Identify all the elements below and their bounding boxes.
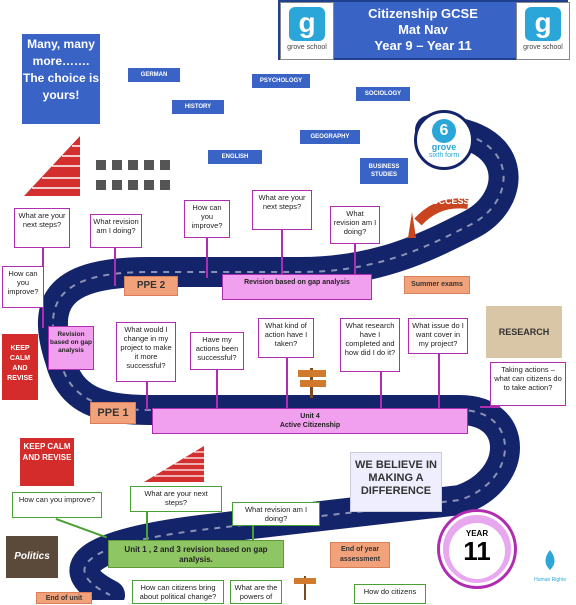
logo-caption: grove school [523,44,563,51]
connector [146,382,148,410]
q-next-steps-2: What are your next steps? [252,190,312,230]
sixth-form-logo: 6 grove sixth form [414,110,474,170]
signpost-image-2 [294,576,316,600]
q-powers: What are the powers of [230,580,282,604]
ppe2-marker: PPE 2 [124,276,178,296]
title-line-3: Year 9 – Year 11 [374,38,472,53]
year-label: YEAR [465,529,489,538]
connector [216,370,218,410]
success-image: SUCCESS [398,192,474,240]
end-of-unit-marker: End of unit [36,592,92,604]
politics-image: Politics [6,536,58,578]
q-revision-2: What revision am I doing? [330,206,380,244]
subject-sociology: SOCIOLOGY [356,87,410,101]
q-actions-successful: Have my actions been successful? [190,332,244,370]
keep-calm-image-1: KEEP CALM AND REVISE [2,334,38,400]
title-line-2: Mat Nav [398,22,448,37]
research-image: RESEARCH [486,306,562,358]
year-number: 11 [463,536,491,566]
subject-english: ENGLISH [208,150,262,164]
connector [206,238,208,278]
subject-psychology: PSYCHOLOGY [252,74,310,88]
icon-grid [94,158,180,198]
unit4-box: Unit 4 Active Citizenship [152,408,468,434]
sixth-sub: sixth form [428,152,460,159]
subject-geography: GEOGRAPHY [300,130,360,144]
icons-image [96,160,170,190]
human-rights-text: Human Rights [534,577,566,583]
q-improve-left: How can you improve? [2,266,44,308]
sixth-number: 6 [432,119,456,143]
human-rights-logo: Human Rights [534,548,566,584]
q-improve-1: How can you improve? [184,200,230,238]
q-kind-action: What kind of action have I taken? [258,318,314,358]
sixth-name: grove [431,142,457,152]
q-revision-1: What revision am I doing? [90,214,142,248]
grove-logo-right: g grove school [516,2,570,60]
stairs-image-2 [144,446,204,482]
q-change-project: What would I change in my project to mak… [116,322,176,382]
summer-exams-marker: Summer exams [404,276,470,294]
connector [380,372,382,410]
subject-german: GERMAN [128,68,180,82]
end-of-year-marker: End of year assessment [330,542,390,568]
connector [438,354,440,410]
signpost-image [298,368,326,398]
choice-box: Many, many more……. The choice is yours! [22,34,100,124]
q-next-steps-1: What are your next steps? [14,208,70,248]
title-line-1: Citizenship GCSE [368,6,478,21]
connector [252,526,254,542]
q-revision-3: What revision am I doing? [232,502,320,526]
q-issue: What issue do I want cover in my project… [408,318,468,354]
keep-calm-image-2: KEEP CALM AND REVISE [20,438,74,486]
ppe1-marker: PPE 1 [90,402,136,424]
revision-left-box: Revision based on gap analysis [48,326,94,370]
logo-letter: g [289,7,325,41]
unit123-box: Unit 1 , 2 and 3 revision based on gap a… [108,540,284,568]
connector [286,358,288,410]
q-improve-3: How can you improve? [12,492,102,518]
logo-letter: g [525,7,561,41]
q-next-steps-3: What are your next steps? [130,486,222,512]
connector [114,248,116,286]
connector [281,230,283,274]
q-citizens: How do citizens [354,584,426,604]
q-political-change: How can citizens bring about political c… [132,580,224,604]
connector [480,406,500,408]
grove-logo-left: g grove school [280,2,334,60]
stairs-image [24,136,80,196]
success-text: SUCCESS [426,196,470,206]
subject-business-studies: BUSINESS STUDIES [360,158,408,184]
q-research-done: What research have I completed and how d… [340,318,400,372]
believe-image: WE BELIEVE IN MAKING A DIFFERENCE [350,452,442,512]
logo-caption: grove school [287,44,327,51]
year11-badge: YEAR 11 [440,512,514,586]
connector [146,512,148,542]
q-taking-actions: Taking actions – what can citizens do to… [490,362,566,406]
revision-top-box: Revision based on gap analysis [222,274,372,300]
connector [354,244,356,276]
subject-history: HISTORY [172,100,224,114]
